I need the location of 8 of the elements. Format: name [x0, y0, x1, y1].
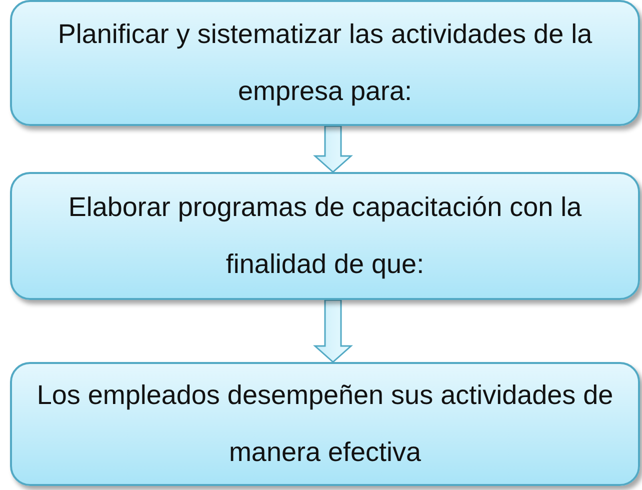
box-text: Los empleados desempeñen sus actividades de manera efectiva — [36, 379, 614, 469]
process-box — [10, 172, 640, 300]
process-box — [10, 0, 640, 126]
block-arrow — [313, 299, 353, 363]
box-text: Planificar y sistematizar las actividades de la empresa para: — [56, 18, 594, 108]
box-text: Elaborar programas de capacitación con la finalidad de que: — [67, 191, 583, 281]
block-arrow — [313, 125, 353, 173]
process-box — [10, 362, 640, 486]
